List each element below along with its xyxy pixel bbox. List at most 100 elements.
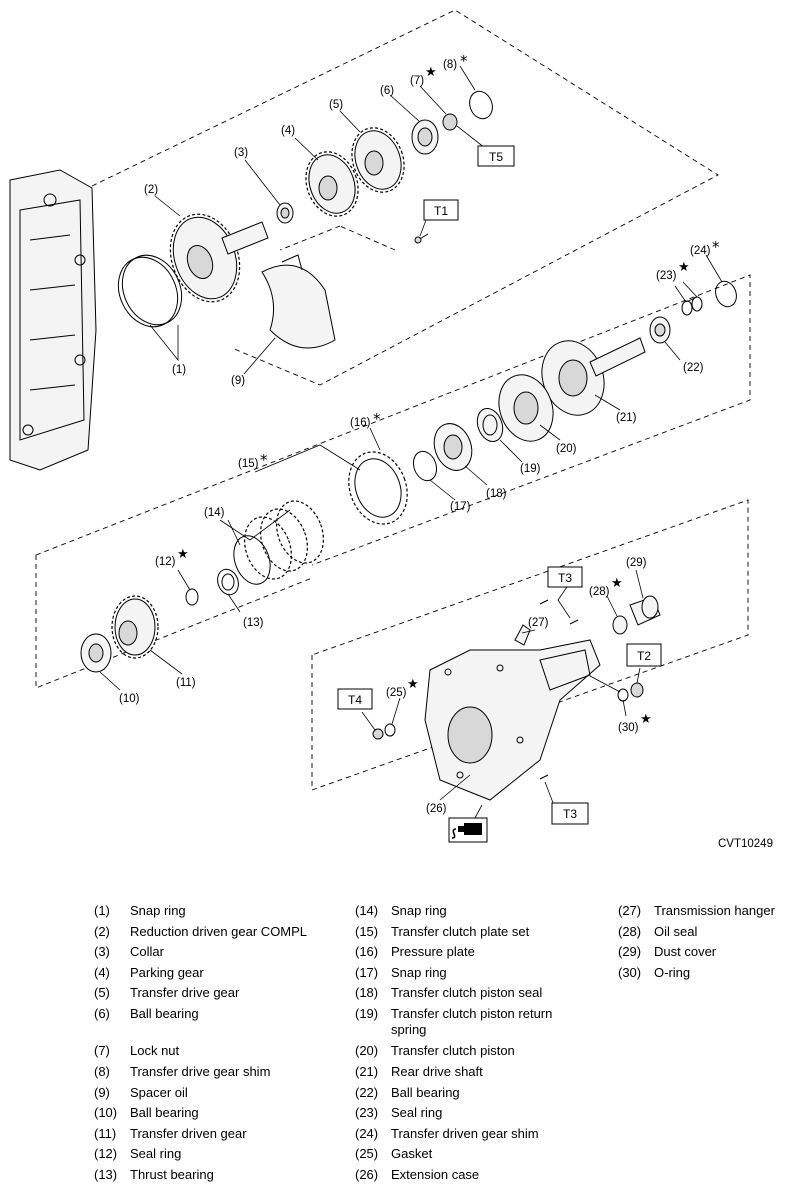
- ball-bearing-22: [649, 316, 671, 344]
- legend-item: (30)O-ring: [618, 965, 793, 983]
- bolt-t1: [414, 233, 429, 244]
- legend-item-name: Ball bearing: [130, 1006, 199, 1021]
- legend-item-number: (19): [355, 1006, 379, 1021]
- spacer-oil: [261, 254, 336, 349]
- replace-mark-25: ★: [407, 677, 419, 692]
- legend-item-number: (30): [618, 964, 642, 980]
- callout-20: (20): [556, 443, 577, 455]
- callout-28: (28): [589, 586, 610, 598]
- legend-item-name: Transfer clutch piston return spring: [391, 1006, 553, 1037]
- legend-item-name: Transfer driven gear: [130, 1125, 247, 1141]
- legend-item: (11)Transfer driven gear: [94, 1126, 340, 1144]
- ball-bearing-10: [80, 633, 112, 673]
- legend-item: (9)Spacer oil: [94, 1085, 340, 1103]
- callout-19: (19): [520, 463, 541, 475]
- legend-item-number: (10): [94, 1105, 118, 1120]
- legend-item: (20)Transfer clutch piston: [355, 1043, 591, 1061]
- plug-t2: [630, 682, 644, 698]
- legend-item-number: (15): [355, 923, 379, 939]
- legend-item: (7)Lock nut: [94, 1043, 340, 1061]
- svg-text:T2: T2: [637, 649, 651, 663]
- legend-item-number: (29): [618, 944, 642, 959]
- legend-item-number: (16): [355, 944, 379, 959]
- legend-item-number: (22): [355, 1084, 379, 1100]
- legend-item: (1)Snap ring: [94, 903, 340, 921]
- legend-item-name: Oil seal: [654, 923, 698, 939]
- snap-ring-1: [117, 254, 183, 328]
- legend-item-number: (13): [94, 1167, 118, 1182]
- legend-item-name: Transfer driven gear shim: [391, 1125, 539, 1141]
- legend-item-number: (4): [94, 964, 110, 980]
- legend-item-name: Rear drive shaft: [391, 1064, 483, 1079]
- legend-item-number: (23): [355, 1105, 379, 1120]
- replace-mark-23: ★: [678, 260, 690, 275]
- leader-lines: [99, 65, 723, 819]
- legend-item-name: Ball bearing: [130, 1105, 199, 1120]
- ball-bearing-6: [411, 119, 439, 155]
- legend-item-number: (26): [355, 1167, 379, 1182]
- svg-text:T5: T5: [489, 150, 503, 164]
- legend-item-number: (25): [355, 1146, 379, 1161]
- o-ring: [617, 688, 629, 702]
- legend-item-number: (3): [94, 944, 110, 959]
- extension-case: [424, 639, 601, 801]
- callout-27: (27): [528, 617, 549, 629]
- legend-item: (4) Parking gear: [94, 965, 340, 983]
- callout-11: (11): [176, 677, 196, 689]
- legend-item: (5)Transfer drive gear: [94, 985, 340, 1003]
- callout-24: (24): [690, 245, 711, 257]
- legend-item-name: Transfer clutch piston seal: [391, 985, 543, 1000]
- transfer-drive-gear-shim: [469, 90, 493, 120]
- callout-29: (29): [626, 557, 647, 569]
- torque-box-t5: T5: [477, 145, 515, 167]
- legend-item-number: (21): [355, 1064, 379, 1079]
- legend-item-number: (17): [355, 964, 379, 980]
- legend-item: (23)Seal ring: [355, 1105, 591, 1123]
- transmission-case: [9, 169, 97, 471]
- callout-3: (3): [234, 147, 248, 159]
- legend-item-number: (6): [94, 1006, 110, 1021]
- legend-item-number: (12): [94, 1146, 118, 1161]
- legend-item-name: Reduction driven gear COMPL: [130, 923, 308, 939]
- select-mark-8: *: [460, 52, 468, 70]
- legend-item-name: Pressure plate: [391, 944, 475, 959]
- svg-text:T4: T4: [348, 693, 362, 707]
- legend-item-number: (5): [94, 985, 110, 1000]
- plug-t4: [372, 728, 384, 740]
- torque-box-t2: T2: [626, 643, 662, 667]
- callout-13: (13): [243, 617, 264, 629]
- legend-item: (21) Rear drive shaft: [355, 1064, 591, 1082]
- callout-18: (18): [486, 488, 507, 500]
- select-mark-16: *: [373, 410, 381, 428]
- legend-item-name: Spacer oil: [130, 1084, 188, 1100]
- callout-16: (16): [350, 417, 371, 429]
- oil-seal: [612, 615, 628, 635]
- legend-item-name: Snap ring: [391, 903, 447, 918]
- legend-item: (10) Ball bearing: [94, 1105, 340, 1123]
- assembly-guide-lines: [35, 9, 751, 791]
- legend-item-number: (18): [355, 985, 379, 1000]
- replace-marks: ★ ★ ★ ★ ★ ★: [177, 65, 690, 727]
- legend-item-name: Ball bearing: [391, 1084, 460, 1100]
- legend-item: (6) Ball bearing: [94, 1006, 340, 1024]
- select-marks: * * * *: [260, 52, 720, 469]
- legend-item-name: Transfer clutch piston: [391, 1043, 515, 1058]
- legend-item-name: Transfer drive gear shim: [130, 1064, 271, 1079]
- legend-item: (25)Gasket: [355, 1146, 591, 1164]
- transfer-clutch-piston: [498, 374, 554, 442]
- seal-ring-12: [185, 588, 199, 606]
- legend-item: (22) Ball bearing: [355, 1085, 591, 1103]
- legend-item-name: Parking gear: [130, 964, 204, 980]
- legend-item-name: Extension case: [391, 1167, 480, 1182]
- transfer-driven-gear: [111, 595, 159, 659]
- rear-drive-shaft: [541, 337, 646, 416]
- parking-gear: [305, 151, 359, 217]
- legend-item: (18) Transfer clutch piston seal: [355, 985, 591, 1003]
- transfer-driven-gear-shim: [715, 280, 737, 308]
- legend-item: (16) Pressure plate: [355, 944, 591, 962]
- reduction-driven-gear: [169, 213, 269, 303]
- legend-item-number: (27): [618, 903, 642, 918]
- legend-item-name: Lock nut: [130, 1043, 180, 1058]
- bolt-t3: [539, 599, 579, 780]
- legend-item: (3)Collar: [94, 944, 340, 962]
